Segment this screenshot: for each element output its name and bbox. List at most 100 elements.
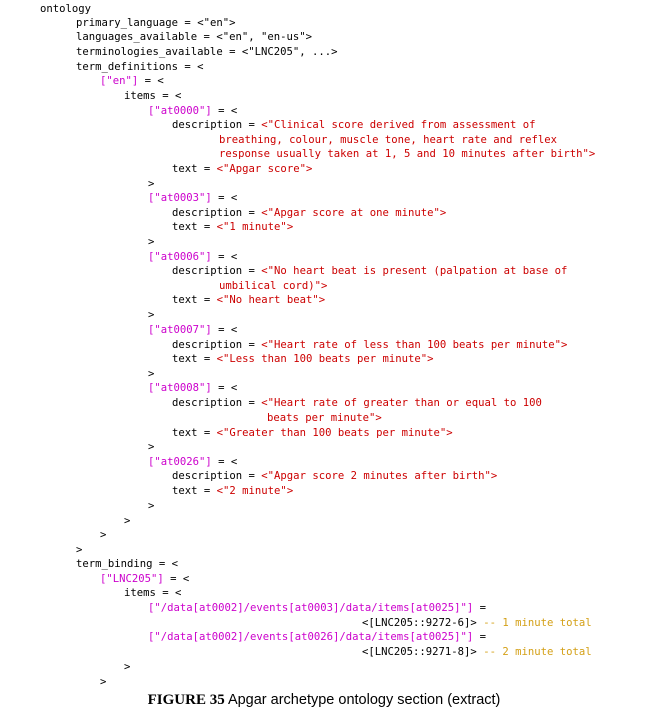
code-token: <"Heart rate of less than 100 beats per … bbox=[261, 339, 568, 351]
code-line: > bbox=[100, 675, 106, 690]
code-token: text = bbox=[172, 221, 217, 233]
code-line: ["/data[at0002]/events[at0003]/data/item… bbox=[148, 601, 486, 616]
code-line: ["/data[at0002]/events[at0026]/data/item… bbox=[148, 630, 486, 645]
code-token: > bbox=[100, 676, 107, 688]
code-token: = < bbox=[211, 105, 238, 117]
code-token: ontology bbox=[40, 3, 92, 15]
code-token: items = < bbox=[124, 587, 182, 599]
code-token: = < bbox=[211, 456, 238, 468]
code-line: <[LNC205::9271-8]> -- 2 minute total bbox=[362, 645, 592, 660]
code-token: text = bbox=[172, 163, 217, 175]
code-line: ["at0003"] = < bbox=[148, 191, 237, 206]
code-line: ["en"] = < bbox=[100, 74, 164, 89]
code-token: ["at0008"] bbox=[148, 382, 212, 394]
code-line: text = <"1 minute"> bbox=[172, 220, 293, 235]
code-token: breathing, colour, muscle tone, heart ra… bbox=[219, 134, 558, 146]
code-token: items = < bbox=[124, 90, 182, 102]
code-line: text = <"2 minute"> bbox=[172, 484, 293, 499]
code-token: description = bbox=[172, 339, 262, 351]
code-token: = bbox=[473, 631, 487, 643]
figure-label: FIGURE 35 bbox=[147, 692, 225, 708]
code-line: > bbox=[148, 235, 154, 250]
code-line: breathing, colour, muscle tone, heart ra… bbox=[219, 133, 557, 148]
code-token: text = bbox=[172, 485, 217, 497]
code-token: <"en"> bbox=[197, 17, 236, 29]
code-line: description = <"Apgar score at one minut… bbox=[172, 206, 446, 221]
code-line: > bbox=[148, 177, 154, 192]
code-line: languages_available = <"en", "en-us"> bbox=[76, 30, 312, 45]
code-line: term_definitions = < bbox=[76, 60, 204, 75]
code-token: description = bbox=[172, 119, 262, 131]
code-token: ["/data[at0002]/events[at0026]/data/item… bbox=[148, 631, 474, 643]
code-token: text = bbox=[172, 427, 217, 439]
code-line: text = <"Apgar score"> bbox=[172, 162, 312, 177]
code-token: description = bbox=[172, 470, 262, 482]
code-line: > bbox=[148, 499, 154, 514]
code-token: > bbox=[148, 236, 155, 248]
code-token: primary_language = bbox=[76, 17, 198, 29]
code-token: ["LNC205"] bbox=[100, 573, 164, 585]
code-token: <"Apgar score"> bbox=[216, 163, 313, 175]
code-line: <[LNC205::9272-6]> -- 1 minute total bbox=[362, 616, 592, 631]
code-token: ["en"] bbox=[100, 75, 139, 87]
code-token: > bbox=[148, 178, 155, 190]
code-line: items = < bbox=[124, 89, 181, 104]
code-line: > bbox=[76, 543, 82, 558]
code-token: umbilical cord)"> bbox=[219, 280, 328, 292]
code-line: primary_language = <"en"> bbox=[76, 16, 235, 31]
code-token: > bbox=[148, 500, 155, 512]
code-token: = bbox=[473, 602, 487, 614]
code-token: = < bbox=[211, 324, 238, 336]
code-line: ontology bbox=[40, 2, 91, 17]
code-line: description = <"No heart beat is present… bbox=[172, 264, 567, 279]
code-token: ["at0003"] bbox=[148, 192, 212, 204]
code-token: <[LNC205::9271-8]> bbox=[362, 646, 477, 658]
code-line: ["at0007"] = < bbox=[148, 323, 237, 338]
code-token: -- 1 minute total bbox=[476, 617, 592, 629]
code-token: > bbox=[76, 544, 83, 556]
code-line: items = < bbox=[124, 586, 181, 601]
code-token: > bbox=[148, 309, 155, 321]
code-token: ["at0000"] bbox=[148, 105, 212, 117]
code-line: > bbox=[124, 514, 130, 529]
code-token: term_binding = < bbox=[76, 558, 179, 570]
code-token: ["at0026"] bbox=[148, 456, 212, 468]
code-token: <"Clinical score derived from assessment… bbox=[261, 119, 536, 131]
code-token: <"Apgar score 2 minutes after birth"> bbox=[261, 470, 498, 482]
figure-title: Apgar archetype ontology section (extrac… bbox=[224, 692, 501, 708]
code-line: ["at0006"] = < bbox=[148, 250, 237, 265]
code-token: = < bbox=[211, 382, 238, 394]
code-token: description = bbox=[172, 207, 262, 219]
code-line: response usually taken at 1, 5 and 10 mi… bbox=[219, 147, 595, 162]
code-line: > bbox=[148, 440, 154, 455]
code-token: <"Greater than 100 beats per minute"> bbox=[216, 427, 453, 439]
code-token: beats per minute"> bbox=[267, 412, 382, 424]
code-token: languages_available = bbox=[76, 31, 217, 43]
code-token: ["at0007"] bbox=[148, 324, 212, 336]
code-token: > bbox=[148, 441, 155, 453]
code-token: text = bbox=[172, 353, 217, 365]
code-line: > bbox=[148, 367, 154, 382]
code-token: <"1 minute"> bbox=[216, 221, 294, 233]
code-token: -- 2 minute total bbox=[476, 646, 592, 658]
code-token: = < bbox=[163, 573, 190, 585]
code-line: ["at0026"] = < bbox=[148, 455, 237, 470]
code-token: response usually taken at 1, 5 and 10 mi… bbox=[219, 148, 596, 160]
code-line: description = <"Heart rate of greater th… bbox=[172, 396, 542, 411]
code-token: <"Less than 100 beats per minute"> bbox=[216, 353, 434, 365]
code-token: > bbox=[148, 368, 155, 380]
code-line: description = <"Clinical score derived f… bbox=[172, 118, 536, 133]
code-token: <"Heart rate of greater than or equal to… bbox=[261, 397, 542, 409]
code-token: = < bbox=[211, 251, 238, 263]
code-token: description = bbox=[172, 397, 262, 409]
code-token: > bbox=[100, 529, 107, 541]
code-line: umbilical cord)"> bbox=[219, 279, 327, 294]
code-token: <"en", "en-us"> bbox=[216, 31, 312, 43]
code-token: > bbox=[124, 661, 131, 673]
code-line: ["LNC205"] = < bbox=[100, 572, 189, 587]
code-line: ["at0000"] = < bbox=[148, 104, 237, 119]
code-token: description = bbox=[172, 265, 262, 277]
code-token: terminologies_available = bbox=[76, 46, 242, 58]
code-line: > bbox=[100, 528, 106, 543]
code-line: text = <"No heart beat"> bbox=[172, 293, 325, 308]
